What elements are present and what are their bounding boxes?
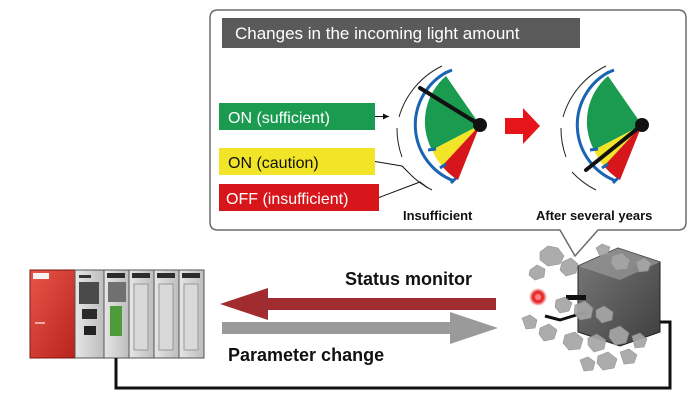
change-over-time-arrow xyxy=(505,108,540,144)
svg-text:ON (caution): ON (caution) xyxy=(228,155,319,172)
parameter-change-arrow: Parameter change xyxy=(222,312,498,365)
light-meter-after-years: After several years xyxy=(536,65,652,223)
dust-particles xyxy=(521,243,652,372)
legend-on-caution: ON (caution) xyxy=(219,148,409,175)
network-cable xyxy=(114,320,672,390)
light-meter-current: Insufficient xyxy=(396,65,487,223)
svg-text:OFF (insufficient): OFF (insufficient) xyxy=(226,191,348,208)
svg-text:ON (sufficient): ON (sufficient) xyxy=(228,110,330,127)
legend-on-sufficient: ON (sufficient) xyxy=(219,103,389,130)
svg-text:Status monitor: Status monitor xyxy=(345,269,472,289)
svg-text:Insufficient: Insufficient xyxy=(403,208,473,223)
callout-title: Changes in the incoming light amount xyxy=(222,18,580,48)
legend-off-insufficient: OFF (insufficient) xyxy=(219,181,429,211)
svg-text:Parameter change: Parameter change xyxy=(228,345,384,365)
plc-controller xyxy=(29,269,205,359)
status-monitor-arrow: Status monitor xyxy=(220,269,496,320)
svg-text:After several years: After several years xyxy=(536,208,652,223)
sensor-indicator-led xyxy=(529,288,547,306)
svg-text:Changes in the incoming light: Changes in the incoming light amount xyxy=(235,24,520,43)
